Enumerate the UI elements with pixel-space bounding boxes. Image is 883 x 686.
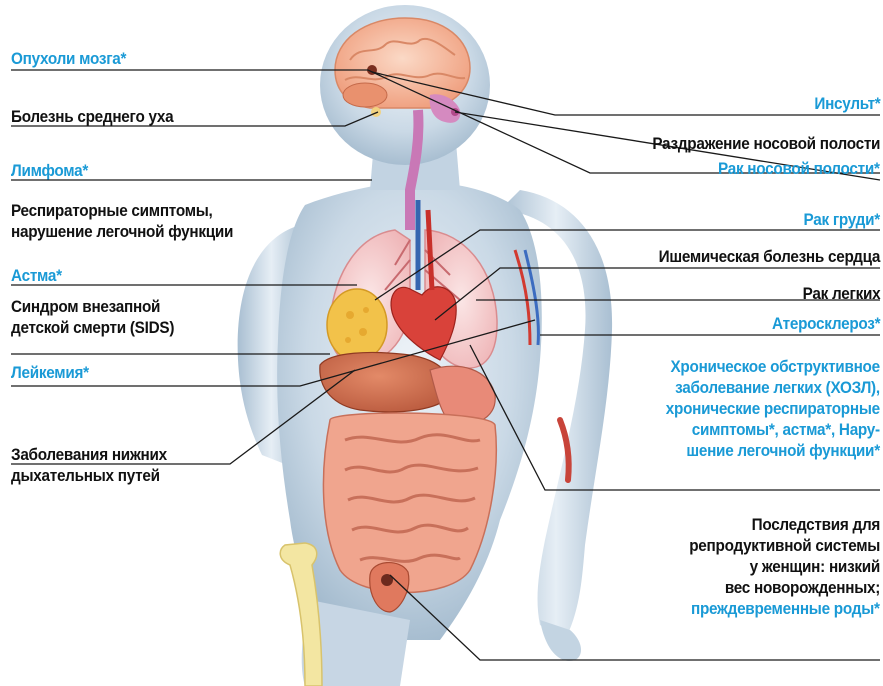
label-nasal-cancer: Рак носовой полости*: [718, 158, 880, 179]
label-nasal-irritation: Раздражение носовой полости: [652, 133, 880, 154]
label-asthma: Астма*: [11, 265, 62, 286]
label-brain-tumor: Опухоли мозга*: [11, 48, 126, 69]
label-atherosclerosis: Атеросклероз*: [772, 313, 880, 334]
label-stroke: Инсульт*: [814, 93, 880, 114]
label-line: симптомы*, астма*, Нaру-: [666, 419, 880, 440]
label-line: у женщин: низкий: [689, 556, 880, 577]
label-breast-cancer: Рак груди*: [804, 209, 880, 230]
label-respiratory: Респираторные симптомы,нарушение легочно…: [11, 200, 233, 242]
label-leukemia: Лейкемия*: [11, 362, 89, 383]
label-line: вес новорожденных;: [689, 577, 880, 598]
intestines: [323, 413, 496, 592]
label-copd: Хроническое обструктивноезаболевание лег…: [666, 356, 880, 461]
label-line: Хроническое обструктивное: [666, 356, 880, 377]
label-line: дыхательных путей: [11, 465, 167, 486]
label-line: Последствия для: [689, 514, 880, 535]
breast-tissue: [327, 289, 387, 361]
label-line: Респираторные симптомы,: [11, 200, 233, 221]
label-sids: Синдром внезапнойдетской смерти (SIDS): [11, 296, 174, 338]
label-line: хронические респираторные: [666, 398, 880, 419]
label-preterm: преждевременные роды*: [691, 598, 880, 619]
label-lung-cancer: Рак легких: [802, 283, 880, 304]
label-line: Заболевания нижних: [11, 444, 167, 465]
label-lower-resp: Заболевания нижнихдыхательных путей: [11, 444, 167, 486]
label-line: заболевание легких (ХОЗЛ),: [666, 377, 880, 398]
label-line: репродуктивной системы: [689, 535, 880, 556]
label-line: детской смерти (SIDS): [11, 317, 174, 338]
label-heart: Ишемическая болезнь сердца: [658, 246, 880, 267]
label-middle-ear: Болезнь среднего уха: [11, 106, 173, 127]
label-line: Синдром внезапной: [11, 296, 174, 317]
label-line: шение легочной функции*: [666, 440, 880, 461]
label-lymphoma: Лимфома*: [11, 160, 88, 181]
label-reproductive: Последствия длярепродуктивной системыу ж…: [689, 514, 880, 598]
label-line: нарушение легочной функции: [11, 221, 233, 242]
